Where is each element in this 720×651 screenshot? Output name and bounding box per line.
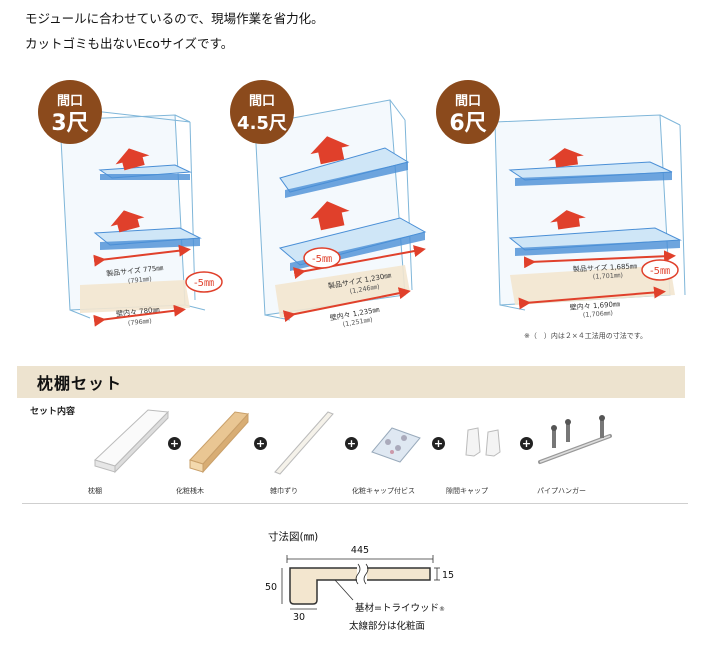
gap-label: -5㎜ bbox=[194, 278, 214, 289]
footnote: ※（ ）内は２×４工法用の寸法です。 bbox=[524, 331, 647, 340]
dim-thickness-text: 15 bbox=[442, 570, 454, 581]
plus-icon: + bbox=[345, 437, 358, 450]
section-header: 枕棚セット bbox=[17, 366, 685, 398]
dim-width-text: 445 bbox=[351, 545, 369, 556]
shelf-profile bbox=[289, 567, 431, 605]
plus-icon: + bbox=[520, 437, 533, 450]
intro-text: モジュールに合わせているので、現場作業を省力化。 カットゴミも出ないEcoサイズ… bbox=[25, 6, 324, 56]
set-contents-label: セット内容 bbox=[30, 407, 76, 417]
badge-3shaku bbox=[38, 80, 102, 144]
product-size-label: 製品サイズ 1,685㎜ bbox=[573, 261, 637, 273]
intro-line-1: モジュールに合わせているので、現場作業を省力化。 bbox=[25, 11, 324, 26]
part-label-pipe-hanger: パイプハンガー bbox=[537, 487, 586, 495]
part-label-screw-pack: 化粧キャップ付ビス bbox=[352, 487, 415, 495]
unit-6shaku: 間口 6尺 製品サイズ 1,685㎜ (1,701㎜) 壁内々 1,690㎜ (… bbox=[436, 80, 686, 340]
closet-diagrams: 間口 3尺 製品サイズ 775㎜ (791㎜) 壁内々 780㎜ (796㎜) … bbox=[0, 70, 720, 360]
registered-mark: ® bbox=[438, 606, 445, 613]
dimension-drawing: 445 15 50 30 bbox=[265, 545, 454, 623]
badge-bottom-text: 4.5尺 bbox=[237, 113, 287, 134]
closet-diagram-svg: 間口 3尺 製品サイズ 775㎜ (791㎜) 壁内々 780㎜ (796㎜) … bbox=[38, 80, 686, 340]
dim-lip-depth-text: 30 bbox=[293, 612, 305, 623]
part-label-baseboard-strip: 雑巾ずり bbox=[270, 487, 298, 495]
unit-3shaku: 間口 3尺 製品サイズ 775㎜ (791㎜) 壁内々 780㎜ (796㎜) … bbox=[38, 80, 223, 327]
plus-icon: + bbox=[168, 437, 181, 450]
face-note: 太線部分は化粧面 bbox=[349, 621, 426, 632]
dim-lip-height-text: 50 bbox=[265, 582, 277, 593]
pipe-hanger-icon bbox=[538, 415, 612, 464]
gap-label: -5㎜ bbox=[312, 254, 332, 265]
badge-6shaku bbox=[436, 80, 500, 144]
badge-bottom-text: 6尺 bbox=[449, 111, 486, 136]
wall-size-alt: (1,706㎜) bbox=[583, 309, 614, 319]
gap-cap-icon bbox=[465, 427, 501, 457]
dimension-title: 寸法図(㎜) bbox=[268, 531, 319, 543]
wall-size-alt: (796㎜) bbox=[127, 317, 152, 327]
product-size-alt: (1,701㎜) bbox=[593, 271, 624, 281]
shelf-upper-4-5shaku bbox=[285, 162, 408, 198]
part-label-cleat: 化粧桟木 bbox=[176, 487, 204, 495]
unit-4-5shaku: 間口 4.5尺 製品サイズ 1,230㎜ (1,246㎜) 壁内々 1,235㎜… bbox=[230, 80, 427, 329]
badge-top-text: 間口 bbox=[57, 94, 83, 109]
arrow-up-icon bbox=[550, 210, 586, 230]
plus-icon: + bbox=[432, 437, 445, 450]
section-title: 枕棚セット bbox=[37, 374, 123, 393]
shelf-upper-3shaku bbox=[100, 174, 190, 180]
parts-row: + + + + + 枕棚 化粧桟木 雑巾ずり 化粧キャップ付ビス 隙間キャップ … bbox=[0, 400, 720, 500]
badge-top-text: 間口 bbox=[455, 94, 481, 109]
arrow-up-icon bbox=[548, 148, 584, 168]
screw-pack-icon bbox=[371, 427, 421, 463]
badge-bottom-text: 3尺 bbox=[51, 111, 88, 136]
shelf-upper-6shaku bbox=[515, 172, 672, 186]
badge-4-5shaku bbox=[230, 80, 294, 144]
part-label-gap-cap: 隙間キャップ bbox=[446, 487, 488, 495]
part-label-shelf-board: 枕棚 bbox=[88, 487, 102, 495]
material-note-text: 基材=トライウッド bbox=[355, 603, 439, 614]
cleat-icon bbox=[189, 411, 249, 474]
badge-top-text: 間口 bbox=[249, 94, 275, 109]
arrow-up-icon bbox=[310, 201, 350, 231]
arrow-up-icon bbox=[115, 148, 150, 171]
arrow-up-icon bbox=[310, 136, 350, 165]
intro-line-2: カットゴミも出ないEcoサイズです。 bbox=[25, 36, 234, 51]
baseboard-strip-icon bbox=[274, 411, 334, 475]
plus-icon: + bbox=[254, 437, 267, 450]
parts-svg bbox=[94, 409, 612, 475]
material-note: 基材=トライウッド® bbox=[355, 600, 445, 614]
product-size-alt: (791㎜) bbox=[127, 275, 152, 285]
gap-label: -5㎜ bbox=[650, 266, 670, 277]
section-divider bbox=[22, 503, 688, 504]
shelf-board-icon bbox=[94, 409, 170, 474]
wall-size-label: 壁内々 1,690㎜ bbox=[569, 299, 620, 311]
arrow-up-icon bbox=[110, 210, 145, 233]
